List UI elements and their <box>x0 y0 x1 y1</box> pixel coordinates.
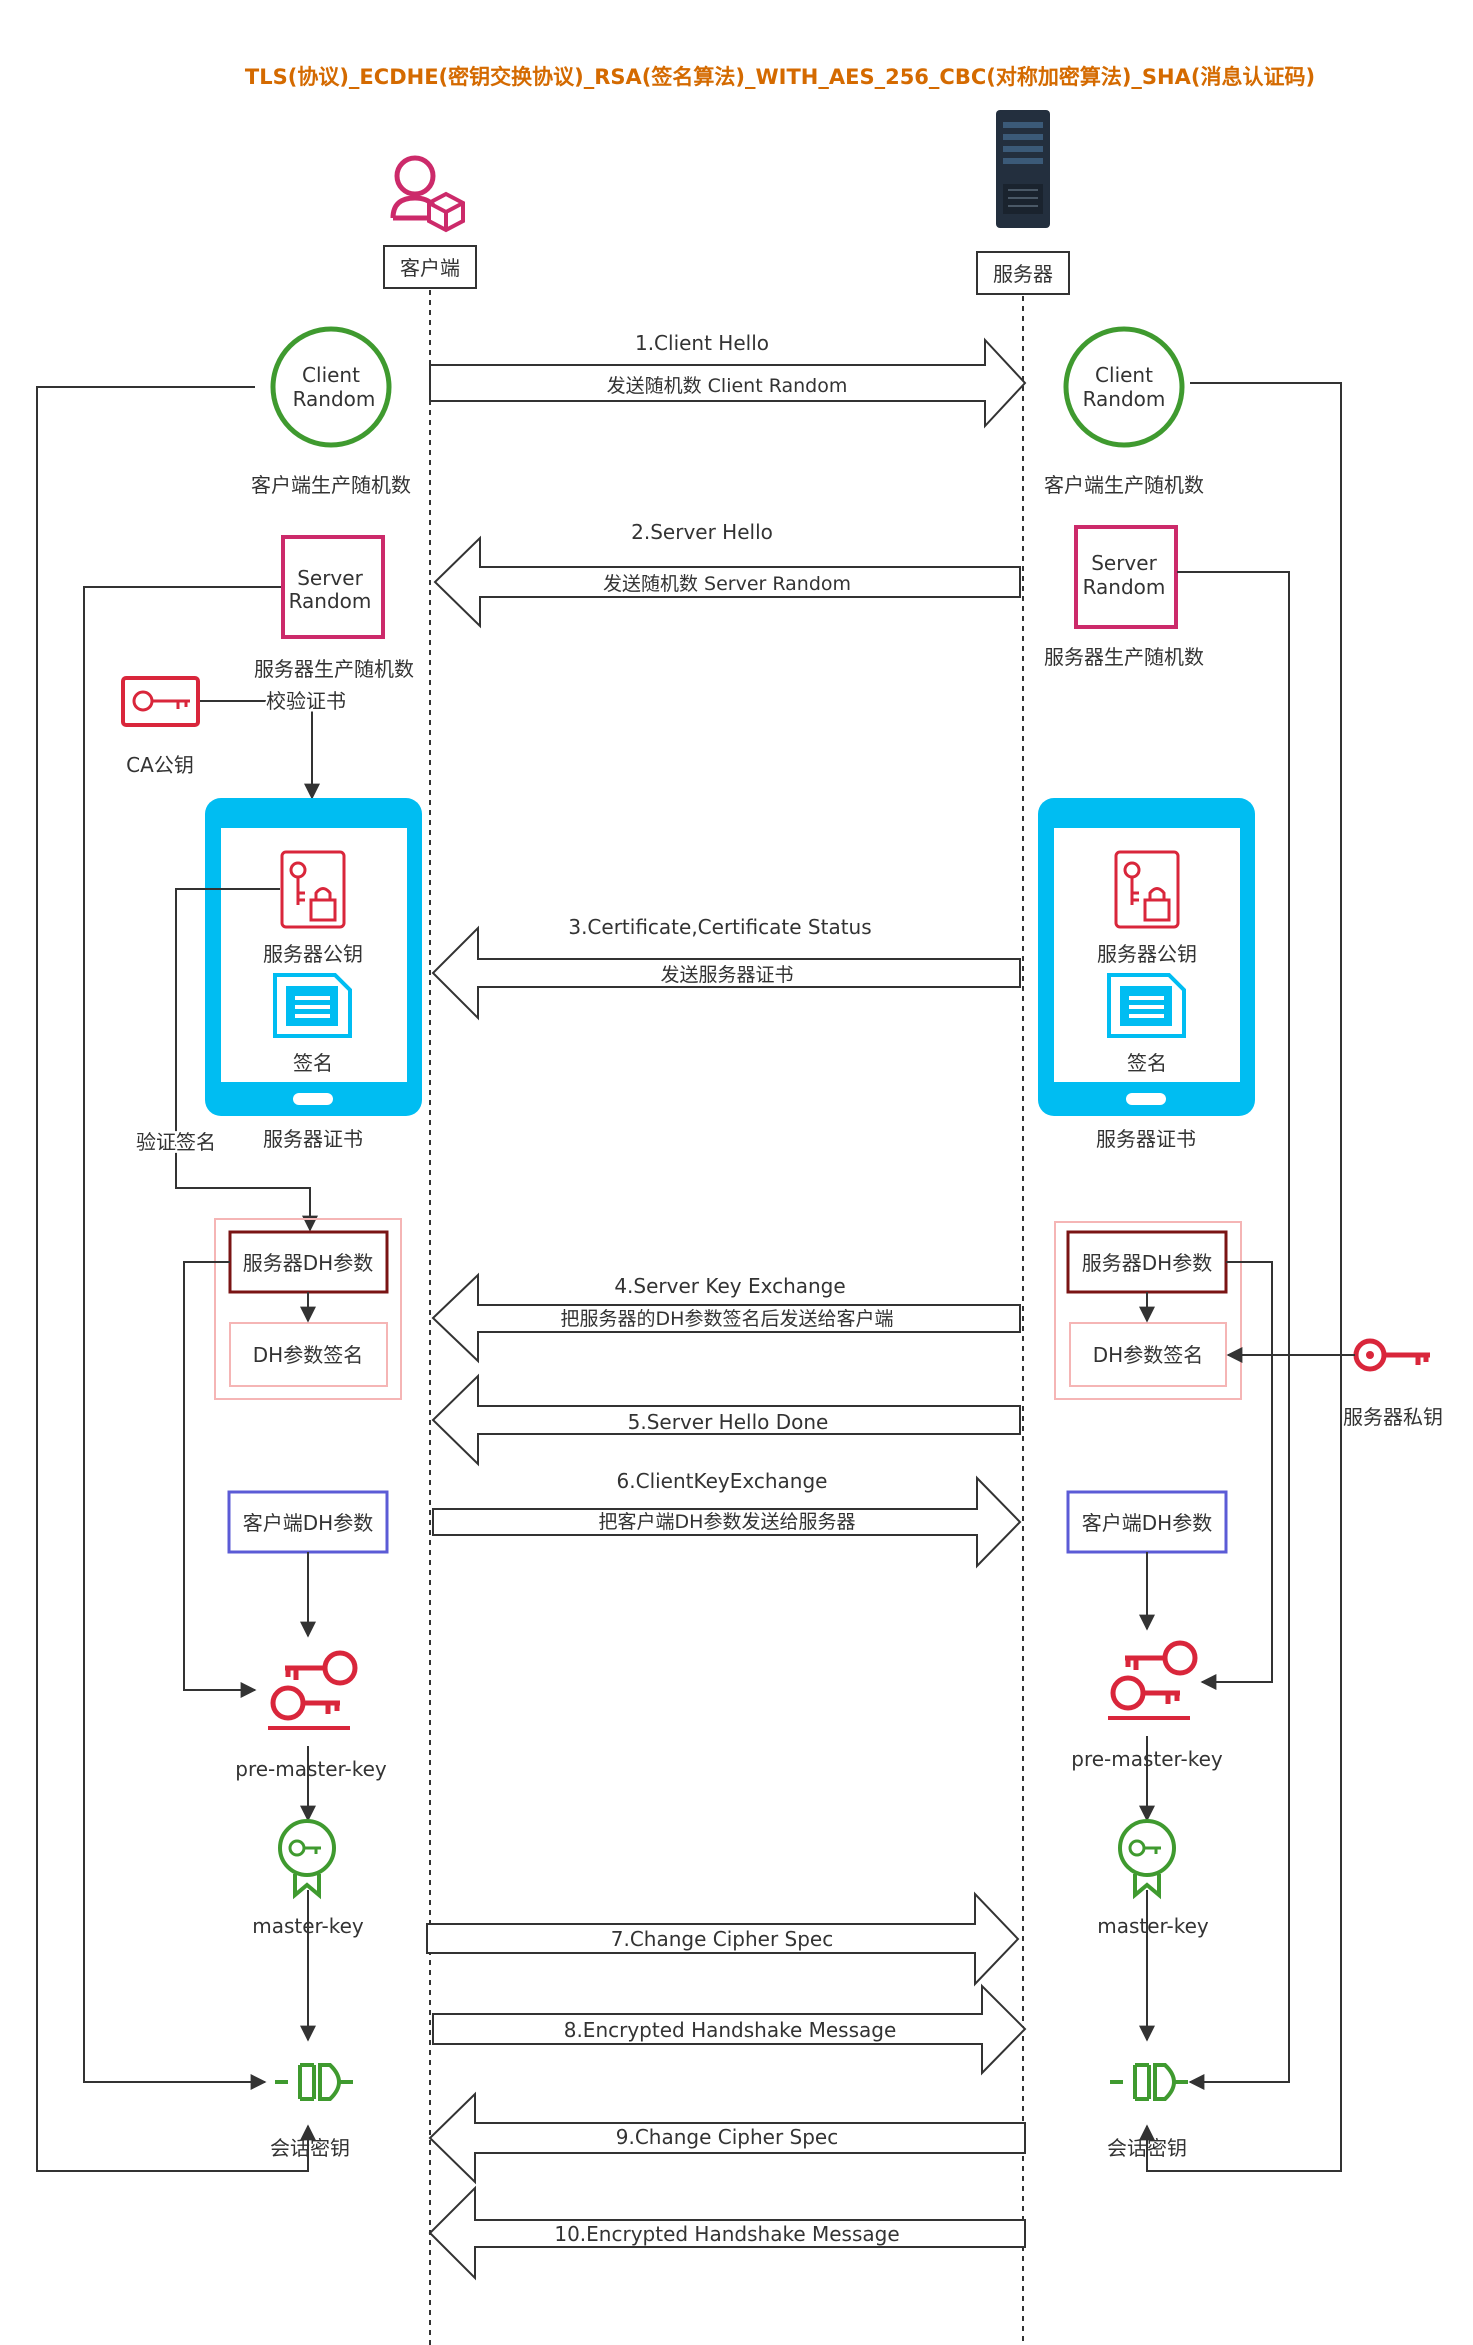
message-1-name: 1.Client Hello <box>635 331 769 355</box>
server-cert-caption: 服务器证书 <box>1096 1127 1196 1151</box>
message-1-desc: 发送随机数 Client Random <box>607 375 848 397</box>
message-2-name: 2.Server Hello <box>631 520 773 544</box>
message-4-name: 4.Server Key Exchange <box>614 1274 845 1298</box>
client-random-caption: 客户端生产随机数 <box>251 473 411 497</box>
server-cert-pubkey-label: 服务器公钥 <box>1097 942 1197 966</box>
server-server-dh-label: 服务器DH参数 <box>1082 1251 1212 1275</box>
client-random-text-2: Random <box>293 387 376 411</box>
client-cert-tablet <box>205 798 422 1116</box>
ca-key-label: CA公钥 <box>126 753 194 777</box>
client-premaster-label: pre-master-key <box>235 1757 387 1781</box>
server-master-key-icon <box>1118 1819 1176 1900</box>
client-server-dh-label: 服务器DH参数 <box>243 1251 373 1275</box>
server-client-random-to-session-line <box>1139 382 1342 2172</box>
message-9-name: 9.Change Cipher Spec <box>616 2125 838 2149</box>
client-actor-box <box>383 245 477 289</box>
server-private-key-label: 服务器私钥 <box>1343 1405 1443 1429</box>
server-rack-icon <box>996 110 1050 228</box>
client-dh-box <box>227 1490 389 1554</box>
server-random-text-1: Server <box>297 566 363 590</box>
message-6-name: 6.ClientKeyExchange <box>617 1469 828 1493</box>
ca-key-icon <box>121 676 200 727</box>
server-client-random-caption: 客户端生产随机数 <box>1044 473 1204 497</box>
client-session-key-icon <box>275 2063 353 2101</box>
message-2-desc: 发送随机数 Server Random <box>603 573 851 595</box>
message-4-arrow <box>431 1272 1021 1364</box>
server-actor-box <box>976 251 1070 295</box>
server-client-dh-box <box>1066 1490 1228 1554</box>
client-random-text-1: Client <box>302 363 360 387</box>
message-8-arrow <box>432 1983 1027 2076</box>
message-10-name: 10.Encrypted Handshake Message <box>554 2222 899 2246</box>
message-6-arrow <box>432 1475 1022 1569</box>
verify-cert-label: 校验证书 <box>266 689 346 713</box>
client-user-icon <box>390 155 465 233</box>
message-10-arrow <box>428 2185 1026 2281</box>
server-random-text-2: Random <box>289 589 372 613</box>
message-3-arrow <box>431 925 1021 1021</box>
server-dh-sign-box <box>1069 1322 1227 1387</box>
server-random-caption: 服务器生产随机数 <box>254 657 414 681</box>
server-dh-to-premaster-line <box>183 1261 257 1698</box>
client-dh-group <box>214 1218 402 1400</box>
client-dh-label: 客户端DH参数 <box>243 1511 373 1535</box>
verify-sign-label: 验证签名 <box>136 1130 216 1154</box>
server-dh-to-premaster-line-server <box>1200 1261 1273 1690</box>
server-server-random-text-2: Random <box>1083 575 1166 599</box>
server-client-random-node <box>1063 326 1185 448</box>
message-8-name: 8.Encrypted Handshake Message <box>564 2018 897 2042</box>
client-cert-pubkey-icon <box>280 850 346 929</box>
server-dh-sign-label: DH参数签名 <box>1093 1343 1203 1367</box>
ca-key-to-verify-line <box>200 700 320 800</box>
message-5-name: 5.Server Hello Done <box>628 1410 829 1434</box>
server-master-label: master-key <box>1097 1914 1209 1938</box>
client-cert-sign-icon <box>273 973 352 1038</box>
verify-sign-line <box>175 888 318 1232</box>
server-cert-sign-icon <box>1107 973 1186 1038</box>
server-random-node <box>281 535 385 639</box>
server-server-random-text-1: Server <box>1091 551 1157 575</box>
server-cert-sign-label: 签名 <box>1127 1051 1167 1075</box>
client-session-key-label: 会话密钥 <box>270 2136 350 2160</box>
server-server-random-caption: 服务器生产随机数 <box>1044 645 1204 669</box>
message-4-desc: 把服务器的DH参数签名后发送给客户端 <box>561 1308 894 1330</box>
client-actor-label: 客户端 <box>400 256 460 280</box>
client-cert-caption: 服务器证书 <box>263 1127 363 1151</box>
server-client-dh-label: 客户端DH参数 <box>1082 1511 1212 1535</box>
client-cert-pubkey-label: 服务器公钥 <box>263 942 363 966</box>
message-3-name: 3.Certificate,Certificate Status <box>568 915 871 939</box>
message-7-arrow <box>426 1891 1020 1987</box>
server-session-key-icon <box>1110 2063 1188 2101</box>
server-premaster-keys-icon <box>1108 1640 1198 1720</box>
server-server-random-to-session-line <box>1177 571 1290 2090</box>
message-7-name: 7.Change Cipher Spec <box>611 1927 833 1951</box>
client-master-key-icon <box>278 1819 336 1900</box>
server-client-random-text-2: Random <box>1083 387 1166 411</box>
message-6-desc: 把客户端DH参数发送给服务器 <box>599 1511 856 1533</box>
server-cert-pubkey-icon <box>1114 850 1180 929</box>
server-server-random-node <box>1074 525 1178 629</box>
message-2-arrow <box>433 535 1021 629</box>
server-server-dh-box <box>1066 1230 1228 1294</box>
client-cert-sign-label: 签名 <box>293 1051 333 1075</box>
client-dh-sign-box <box>229 1322 388 1387</box>
client-premaster-keys-icon <box>268 1650 358 1730</box>
message-9-arrow <box>428 2091 1026 2185</box>
server-dh-group <box>1054 1221 1242 1400</box>
diagram-title: TLS(协议)_ECDHE(密钥交换协议)_RSA(签名算法)_WITH_AES… <box>245 65 1315 89</box>
client-random-to-session-line <box>36 386 316 2172</box>
server-random-to-session-line <box>83 586 281 2090</box>
server-client-random-text-1: Client <box>1095 363 1153 387</box>
server-private-key-icon <box>1353 1338 1430 1372</box>
message-5-arrow <box>431 1373 1021 1467</box>
client-random-node <box>270 326 392 448</box>
message-3-desc: 发送服务器证书 <box>660 964 793 986</box>
client-dh-sign-label: DH参数签名 <box>253 1343 363 1367</box>
message-1-arrow <box>429 337 1027 429</box>
server-actor-label: 服务器 <box>993 262 1053 286</box>
